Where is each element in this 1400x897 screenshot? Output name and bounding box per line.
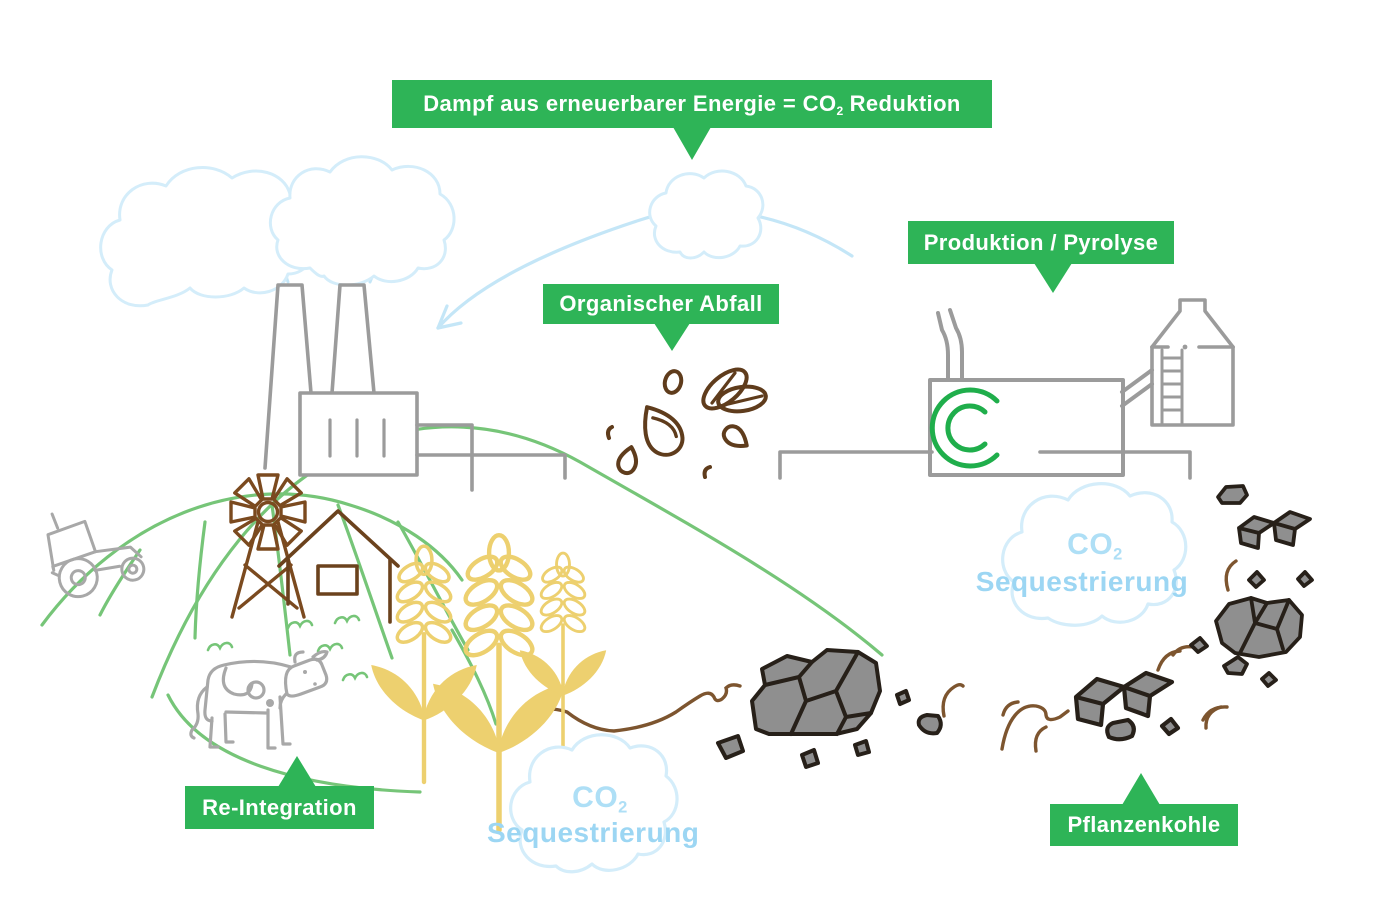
hill-icon	[40, 425, 884, 794]
windmill-icon	[229, 473, 307, 619]
label-production: Produktion / Pyrolyse	[908, 221, 1174, 264]
biochar-fragment-icon	[1189, 484, 1314, 688]
co2-cloud-right-line2: Sequestrierung	[975, 566, 1189, 597]
label-biochar-text: Pflanzenkohle	[1067, 812, 1221, 837]
biochar-pile-icon	[716, 648, 943, 769]
factory-windows	[328, 418, 386, 458]
platform-lines	[778, 450, 1192, 480]
co2-cloud-right-line1: CO2	[1067, 528, 1123, 564]
chimney	[263, 283, 313, 470]
silo-icon	[1150, 298, 1235, 427]
label-production-text: Produktion / Pyrolyse	[923, 229, 1159, 255]
co2-cloud-bottom-line2: Sequestrierung	[487, 817, 700, 848]
label-organic-waste-text: Organischer Abfall	[559, 291, 763, 316]
cloud-icon	[99, 155, 765, 308]
tractor-icon	[46, 512, 146, 599]
exhaust-pipes	[936, 308, 964, 382]
label-reintegration-text: Re-Integration	[202, 794, 357, 820]
label-reintegration: Re-Integration	[185, 786, 374, 829]
steam-arrow-icon	[436, 208, 854, 330]
co2-cloud-icon	[509, 482, 1188, 874]
c-logo-icon	[929, 387, 1000, 469]
biochar-cube-icon	[1073, 670, 1181, 742]
co2-cloud-bottom-line1: CO2	[572, 781, 628, 817]
seeds-icon	[606, 367, 768, 479]
barn-icon	[277, 509, 400, 624]
soil-trail-icon	[518, 559, 1238, 753]
factory-icon	[263, 283, 567, 492]
cow-icon	[189, 649, 329, 750]
silo-ladder	[1160, 348, 1184, 426]
label-biochar: Pflanzenkohle	[1050, 804, 1238, 846]
label-organic-waste: Organischer Abfall	[543, 284, 779, 324]
conveyor-icon	[1120, 368, 1154, 408]
chimney	[330, 283, 376, 395]
